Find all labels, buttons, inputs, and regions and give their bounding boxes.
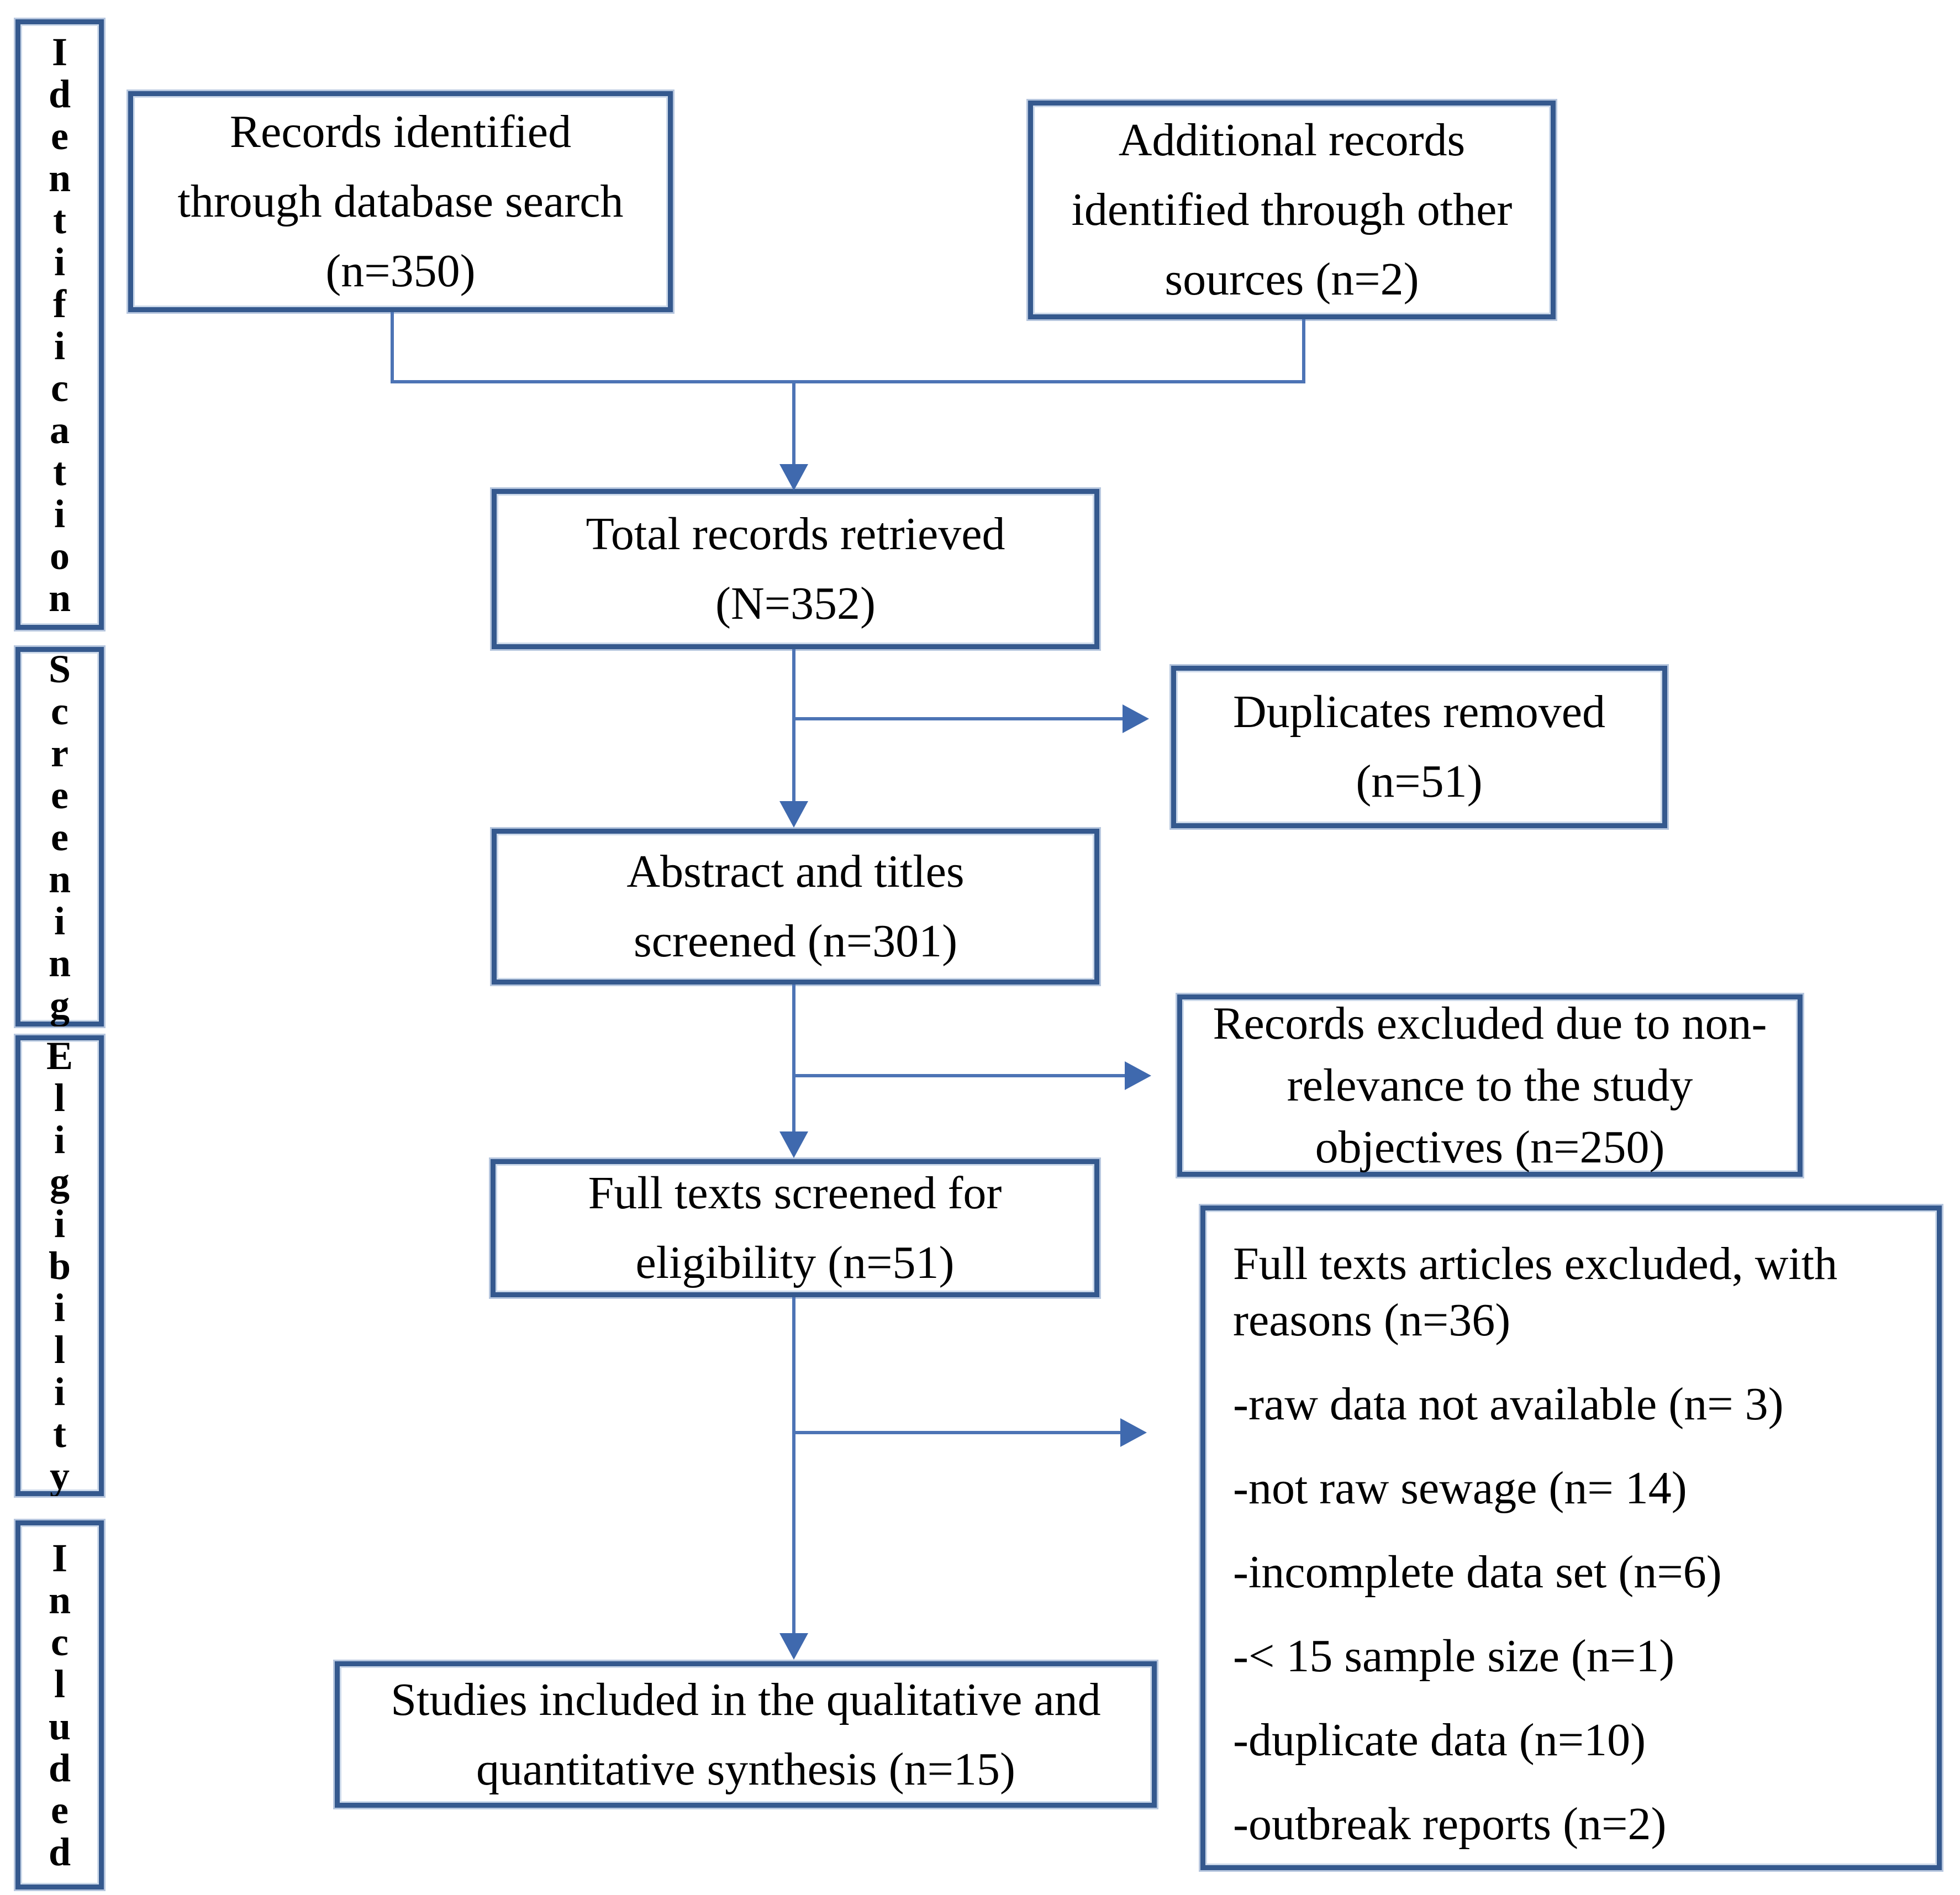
connector-branch-duplicates: [794, 717, 1124, 720]
arrowhead-into-fulltext-screened: [779, 1131, 808, 1158]
box-fulltext-excluded-title-line2: reasons (n=36): [1233, 1294, 1511, 1346]
box-records-excluded-line2: relevance to the study: [1287, 1060, 1693, 1111]
exclusion-reason-incomplete-data: -incomplete data set (n=6): [1233, 1546, 1722, 1598]
box-duplicates-removed-line2: (n=51): [1356, 756, 1483, 807]
box-studies-included: Studies included in the qualitative and …: [333, 1660, 1158, 1809]
arrowhead-into-studies-included: [779, 1633, 808, 1660]
box-duplicates-removed: Duplicates removed (n=51): [1169, 664, 1669, 830]
stage-screening-label: S c r e e n i n g: [48, 646, 71, 1027]
box-abstracts-screened-line1: Abstract and titles: [626, 846, 965, 897]
box-records-excluded-line1: Records excluded due to non-: [1213, 998, 1767, 1049]
connector-total-to-abstracts: [792, 649, 795, 802]
exclusion-reason-raw-data: -raw data not available (n= 3): [1233, 1378, 1784, 1430]
box-records-excluded-line3: objectives (n=250): [1315, 1122, 1665, 1173]
box-abstracts-screened-line2: screened (n=301): [633, 915, 958, 967]
arrowhead-into-duplicates-removed: [1123, 704, 1149, 733]
box-records-other: Additional records identified through ot…: [1026, 99, 1557, 321]
box-fulltext-screened-line2: eligibility (n=51): [635, 1237, 955, 1288]
connector-merge-drop: [792, 380, 795, 466]
stage-eligibility-label: E l i g i b i l i t y: [46, 1034, 73, 1498]
exclusion-reason-sample-size: -< 15 sample size (n=1): [1233, 1630, 1675, 1682]
box-total-records-line1: Total records retrieved: [586, 508, 1005, 560]
box-studies-included-line2: quantitative synthesis (n=15): [476, 1743, 1015, 1795]
connector-database-drop: [391, 312, 394, 383]
box-records-excluded: Records excluded due to non- relevance t…: [1176, 993, 1804, 1178]
stage-included-label: I n c l u d e d: [48, 1536, 71, 1874]
stage-screening: S c r e e n i n g: [14, 645, 106, 1028]
stage-identification-label: I d e n t i f i c a t i o n: [48, 29, 71, 620]
arrowhead-into-abstracts-screened: [779, 801, 808, 828]
box-fulltext-excluded: Full texts articles excluded, with reaso…: [1199, 1204, 1943, 1872]
box-total-records-line2: (N=352): [715, 578, 876, 629]
arrowhead-into-fulltext-excluded: [1120, 1418, 1147, 1447]
box-total-records: Total records retrieved (N=352): [490, 487, 1101, 651]
exclusion-reason-outbreak-reports: -outbreak reports (n=2): [1233, 1798, 1667, 1850]
box-records-database-line2: through database search: [177, 176, 624, 227]
exclusion-reason-duplicate-data: -duplicate data (n=10): [1233, 1714, 1646, 1766]
box-fulltext-screened: Full texts screened for eligibility (n=5…: [489, 1157, 1101, 1299]
connector-branch-fulltext-excluded: [794, 1431, 1121, 1434]
connector-branch-records-excluded: [794, 1074, 1126, 1077]
box-records-database-line1: Records identified: [229, 106, 572, 157]
box-abstracts-screened: Abstract and titles screened (n=301): [490, 827, 1101, 986]
box-studies-included-line1: Studies included in the qualitative and: [391, 1673, 1101, 1725]
connector-fulltext-to-included: [792, 1297, 795, 1634]
exclusion-reason-not-raw-sewage: -not raw sewage (n= 14): [1233, 1462, 1687, 1514]
connector-abstracts-to-fulltext: [792, 985, 795, 1133]
box-fulltext-excluded-title-line1: Full texts articles excluded, with: [1233, 1238, 1838, 1289]
arrowhead-into-records-excluded: [1125, 1061, 1151, 1090]
box-records-other-line3: sources (n=2): [1165, 254, 1419, 305]
stage-identification: I d e n t i f i c a t i o n: [14, 18, 106, 631]
box-records-database-line3: (n=350): [325, 245, 476, 297]
box-records-database: Records identified through database sear…: [127, 90, 675, 314]
stage-eligibility: E l i g i b i l i t y: [14, 1034, 106, 1498]
box-fulltext-screened-line1: Full texts screened for: [588, 1167, 1002, 1219]
box-duplicates-removed-line1: Duplicates removed: [1232, 686, 1606, 738]
box-records-other-line1: Additional records: [1118, 114, 1466, 166]
arrowhead-into-total-records: [779, 464, 808, 491]
box-records-other-line2: identified through other: [1071, 184, 1513, 235]
connector-merge-horizontal: [391, 380, 1305, 383]
connector-other-drop: [1302, 319, 1305, 383]
stage-included: I n c l u d e d: [14, 1519, 106, 1891]
